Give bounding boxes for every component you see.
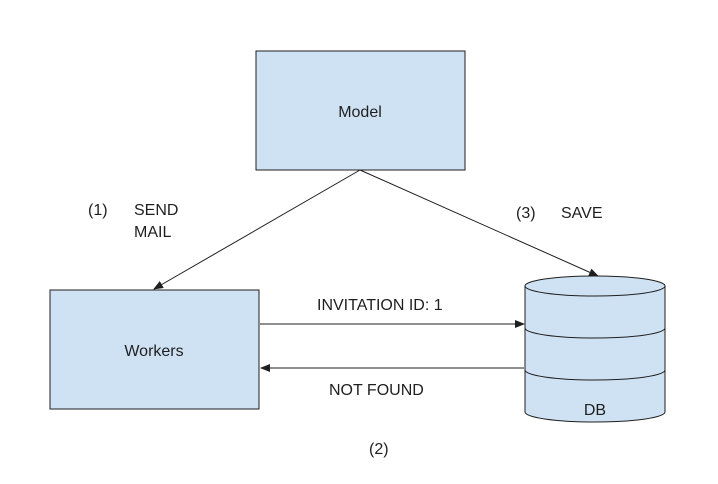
- db-cylinder-top: [524, 275, 666, 297]
- save-arrow: [359, 169, 599, 277]
- db-cylinder-body: [524, 286, 666, 423]
- workers-node: Workers: [49, 289, 260, 410]
- workers-box: [49, 289, 260, 410]
- send-mail-arrow: [153, 169, 361, 290]
- db-label: DB: [584, 402, 606, 419]
- send-mail-label-line1: SEND: [134, 202, 178, 219]
- db-node: DB: [524, 275, 666, 423]
- send-mail-label-line2: MAIL: [134, 224, 171, 241]
- model-node: Model: [255, 50, 466, 171]
- invitation-label: INVITATION ID: 1: [317, 297, 443, 314]
- send-mail-step: (1): [88, 202, 108, 219]
- not-found-label: NOT FOUND: [329, 382, 424, 399]
- save-step: (3): [516, 205, 536, 222]
- lookup-step: (2): [369, 441, 389, 458]
- save-label: SAVE: [561, 205, 603, 222]
- model-box: [255, 50, 466, 171]
- db-band-2: [524, 369, 666, 381]
- model-label: Model: [338, 104, 382, 121]
- workers-label: Workers: [124, 343, 183, 360]
- db-band-1: [524, 327, 666, 339]
